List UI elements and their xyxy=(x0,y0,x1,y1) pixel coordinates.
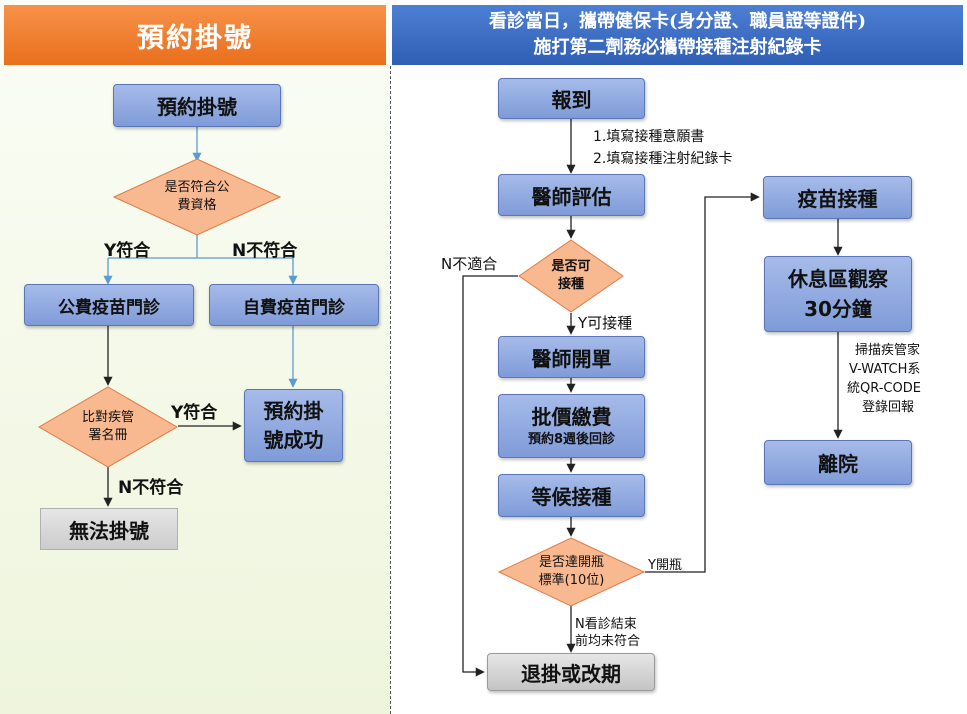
node-booking-fail-label: 無法掛號 xyxy=(69,518,149,543)
node-public-clinic: 公費疫苗門診 xyxy=(24,284,194,326)
node-register: 報到 xyxy=(498,78,645,119)
decision-open-vial-line1: 是否達開瓶 xyxy=(538,555,604,570)
note-register-1: 1.填寫接種意願書 xyxy=(593,129,705,145)
decision-can-vaccinate-line1: 是否可 xyxy=(551,259,591,274)
node-doctor-prescribe-label: 醫師開單 xyxy=(531,346,612,371)
decision-roster-line2: 署名冊 xyxy=(88,428,128,443)
decision-open-vial: 是否達開瓶 標準(10位) xyxy=(498,537,645,607)
node-selfpaid-clinic-label: 自費疫苗門診 xyxy=(243,297,345,318)
decision-eligibility: 是否符合公 費資格 xyxy=(113,158,281,236)
node-payment-label: 批價繳費 xyxy=(531,405,612,429)
node-vaccination: 疫苗接種 xyxy=(763,176,912,219)
decision-can-vaccinate-line2: 接種 xyxy=(557,277,584,292)
node-booking-success: 預約掛 號成功 xyxy=(244,389,343,462)
label-open-vial-yes: Y開瓶 xyxy=(648,558,682,573)
arrow-unsuitable-to-cancel xyxy=(462,275,518,677)
arrow-check-split xyxy=(108,234,293,259)
node-observation-line1: 休息區觀察 xyxy=(788,267,888,291)
label-open-vial-no-2: 前均未符合 xyxy=(575,634,641,649)
right-header: 看診當日，攜帶健保卡(身分證、職員證等證件) 施打第二劑務必攜帶接種注射紀錄卡 xyxy=(392,5,963,65)
panel-divider xyxy=(390,66,391,714)
decision-eligibility-line1: 是否符合公 xyxy=(164,180,230,195)
label-roster-yes: Y符合 xyxy=(171,403,218,423)
node-doctor-assessment: 醫師評估 xyxy=(498,174,645,216)
label-eligible-no: N不符合 xyxy=(232,241,298,261)
right-header-line2: 施打第二劑務必攜帶接種注射紀錄卡 xyxy=(533,37,822,58)
decision-can-vaccinate: 是否可 接種 xyxy=(518,239,624,313)
node-doctor-assessment-label: 醫師評估 xyxy=(531,184,612,209)
node-public-clinic-label: 公費疫苗門診 xyxy=(58,297,160,318)
node-vaccination-label: 疫苗接種 xyxy=(797,187,878,211)
note-scan-2: V-WATCH系 xyxy=(849,362,921,377)
note-scan-1: 掃描疾管家 xyxy=(855,343,921,358)
node-start-booking: 預約掛號 xyxy=(113,84,281,127)
note-scan-3: 統QR-CODE xyxy=(847,381,921,396)
node-register-label: 報到 xyxy=(551,88,592,112)
node-payment-note: 預約8週後回診 xyxy=(527,432,616,447)
label-roster-no: N不符合 xyxy=(118,478,184,498)
node-observation: 休息區觀察 30分鐘 xyxy=(764,256,912,332)
node-doctor-prescribe: 醫師開單 xyxy=(498,336,645,378)
node-selfpaid-clinic: 自費疫苗門診 xyxy=(209,284,379,326)
node-cancel-reschedule: 退掛或改期 xyxy=(487,653,655,691)
note-register-2: 2.填寫接種注射紀錄卡 xyxy=(593,151,733,167)
decision-roster-line1: 比對疾管 xyxy=(81,410,134,425)
decision-open-vial-line2: 標準(10位) xyxy=(538,573,605,588)
decision-eligibility-line2: 費資格 xyxy=(177,198,217,213)
node-booking-success-line2: 號成功 xyxy=(263,427,324,452)
right-header-line1: 看診當日，攜帶健保卡(身分證、職員證等證件) xyxy=(488,11,867,32)
right-panel xyxy=(391,0,967,714)
node-payment: 批價繳費 預約8週後回診 xyxy=(498,394,645,458)
label-unsuitable: N不適合 xyxy=(441,255,498,273)
arrow-openvial-to-vaccinate xyxy=(645,192,760,573)
label-open-vial-no-1: N看診結束 xyxy=(575,617,637,632)
node-booking-success-line1: 預約掛 xyxy=(263,398,324,423)
left-header: 預約掛號 xyxy=(4,5,386,65)
node-booking-fail: 無法掛號 xyxy=(40,508,178,550)
node-wait-vaccination: 等候接種 xyxy=(498,474,645,517)
node-leave-hospital-label: 離院 xyxy=(818,452,858,476)
label-can-vaccinate-yes: Y可接種 xyxy=(578,314,633,332)
decision-roster: 比對疾管 署名冊 xyxy=(38,386,178,468)
node-wait-vaccination-label: 等候接種 xyxy=(531,485,612,509)
node-leave-hospital: 離院 xyxy=(764,440,912,485)
node-observation-line2: 30分鐘 xyxy=(804,297,872,321)
label-eligible-yes: Y符合 xyxy=(104,241,151,261)
note-scan-4: 登錄回報 xyxy=(862,400,915,415)
node-start-booking-label: 預約掛號 xyxy=(157,95,237,119)
node-cancel-reschedule-label: 退掛或改期 xyxy=(521,661,621,686)
